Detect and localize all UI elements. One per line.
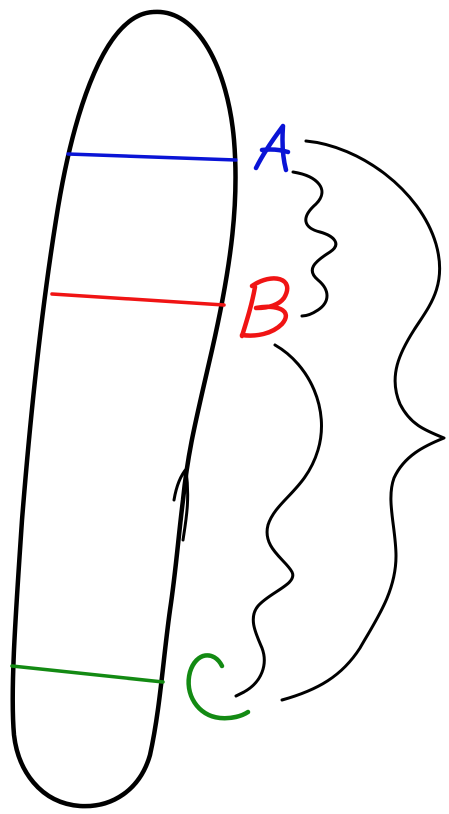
level-line-b — [52, 294, 224, 305]
label-a-glyph — [256, 126, 288, 170]
level-line-a — [68, 154, 236, 160]
rod-outline — [13, 12, 236, 806]
label-c-glyph — [189, 655, 248, 718]
wavy-brace-b-c — [236, 345, 321, 696]
label-b-glyph — [242, 278, 287, 336]
level-line-c — [12, 666, 163, 682]
wavy-brace-a-b — [293, 172, 336, 316]
